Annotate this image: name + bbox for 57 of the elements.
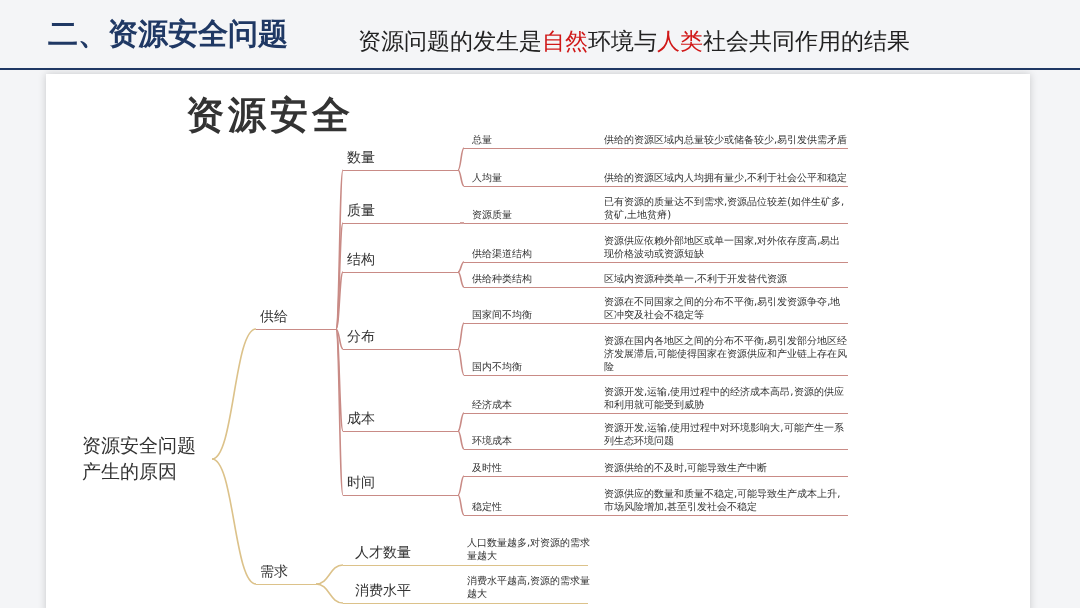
branch-topic: 数量	[343, 144, 458, 171]
branch-line	[335, 222, 344, 330]
branch-line	[335, 328, 344, 496]
branch-line	[457, 322, 465, 350]
topic-description: 资源供应依赖外部地区或单一国家,对外依存度高,易出现价格波动或资源短缺	[604, 234, 842, 260]
topic-description: 供给的资源区域内人均拥有量少,不利于社会公平和稳定	[604, 171, 849, 184]
branch-topic: 时间	[343, 472, 458, 496]
branch-line	[211, 328, 257, 460]
topic-description: 区域内资源种类单一,不利于开发替代资源	[604, 272, 789, 285]
branch-line	[457, 494, 465, 516]
topic-label: 供给渠道结构	[471, 247, 533, 260]
branch-topic: 质量	[343, 200, 460, 224]
branch-line	[457, 475, 465, 496]
topic-label: 环境成本	[471, 434, 513, 447]
branch-line	[457, 348, 465, 376]
topic-label: 总量	[471, 133, 493, 146]
topic-description: 供给的资源区域内总量较少或储备较少,易引发供需矛盾	[604, 133, 849, 146]
branch-topic: 结构	[343, 248, 458, 273]
topic-label: 消费水平	[354, 582, 412, 600]
topic-description: 人口数量越多,对资源的需求量越大	[467, 536, 592, 562]
topic-description: 资源供给的不及时,可能导致生产中断	[604, 461, 769, 474]
topic-description: 已有资源的质量达不到需求,资源品位较差(如伴生矿多,贫矿,土地贫瘠)	[604, 195, 846, 221]
topic-description: 资源开发,运输,使用过程中的经济成本高昂,资源的供应和利用就可能受到威胁	[604, 385, 845, 411]
branch-topic: 成本	[343, 407, 458, 432]
branch-topic: 需求	[256, 560, 316, 585]
branch-line	[335, 271, 344, 330]
topic-description: 资源在不同国家之间的分布不平衡,易引发资源争夺,地区冲突及社会不稳定等	[604, 295, 842, 321]
branch-line	[457, 147, 465, 171]
branch-line	[457, 430, 465, 450]
topic-label: 及时性	[471, 461, 503, 474]
topic-label: 国家间不均衡	[471, 308, 533, 321]
mindmap-heading: 资源安全	[186, 92, 354, 139]
topic-label: 国内不均衡	[471, 360, 523, 373]
topic-description: 消费水平越高,资源的需求量越大	[467, 574, 592, 600]
topic-label: 稳定性	[471, 500, 503, 513]
branch-line	[315, 583, 344, 604]
branch-line	[457, 261, 465, 273]
subtitle: 资源问题的发生是自然环境与人类社会共同作用的结果	[358, 27, 910, 56]
topic-label: 人才数量	[354, 544, 412, 562]
root-topic: 资源安全问题产生的原因	[82, 418, 212, 500]
topic-description: 资源开发,运输,使用过程中对环境影响大,可能产生一系列生态环境问题	[604, 421, 845, 447]
topic-description: 资源在国内各地区之间的分布不平衡,易引发部分地区经济发展滞后,可能使得国家在资源供应和产业链上存在风险	[604, 334, 849, 373]
branch-topic: 分布	[343, 325, 458, 350]
branch-line	[211, 458, 257, 585]
branch-line	[459, 222, 465, 224]
slide-title: 二、资源安全问题	[48, 15, 288, 53]
branch-line	[457, 271, 465, 288]
branch-line	[457, 169, 465, 187]
topic-label: 资源质量	[471, 208, 513, 221]
topic-description: 资源供应的数量和质量不稳定,可能导致生产成本上升,市场风险增加,甚至引发社会不稳定	[604, 487, 842, 513]
branch-topic: 供给	[256, 304, 336, 330]
topic-label: 供给种类结构	[471, 272, 533, 285]
branch-line	[335, 328, 344, 350]
topic-label: 经济成本	[471, 398, 513, 411]
branch-line	[457, 412, 465, 432]
branch-line	[315, 564, 344, 585]
topic-label: 人均量	[471, 171, 503, 184]
